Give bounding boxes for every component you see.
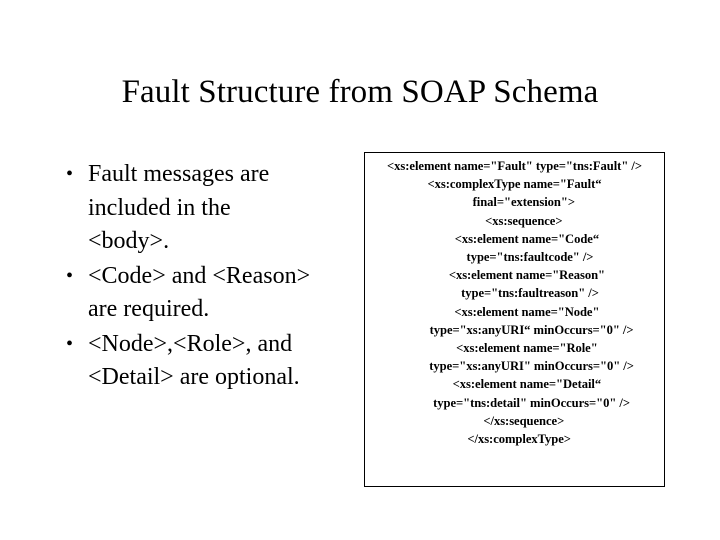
code-line: type="tns:faultreason" /> xyxy=(430,286,599,301)
code-line: type="tns:detail" minOccurs="0" /> xyxy=(399,395,630,410)
code-line: type="xs:anyURI“ minOccurs="0" /> xyxy=(395,322,634,337)
code-line: final="extension"> xyxy=(454,195,575,210)
code-line: type="tns:faultcode" /> xyxy=(435,250,594,265)
schema-code-lines: <xs:element name="Fault" type="tns:Fault… xyxy=(365,153,664,448)
bullet-line: included in the xyxy=(88,194,231,221)
code-line: <xs:sequence> xyxy=(466,213,563,228)
bullet-marker-icon: • xyxy=(66,163,74,185)
schema-code-box: <xs:element name="Fault" type="tns:Fault… xyxy=(364,152,665,487)
code-line: <xs:element name="Code“ xyxy=(429,231,600,246)
code-line: </xs:sequence> xyxy=(464,413,565,428)
bullet-list: • Fault messages are included in the <bo… xyxy=(56,158,356,396)
bullet-line: <Code> and <Reason> xyxy=(88,262,311,289)
code-line: <xs:element name="Detail“ xyxy=(427,377,602,392)
bullet-marker-icon: • xyxy=(66,264,74,287)
bullet-marker-icon: • xyxy=(66,332,74,355)
bullet-line: <body>. xyxy=(88,228,170,254)
list-item: • Fault messages are included in the <bo… xyxy=(56,158,356,259)
bullet-line: are required. xyxy=(88,296,210,322)
code-line: <xs:complexType name="Fault“ xyxy=(427,177,602,192)
code-line: <xs:element name="Node" xyxy=(429,304,600,319)
code-line: <xs:element name="Role" xyxy=(431,341,598,356)
list-item: • <Code> and <Reason> are required. xyxy=(56,260,356,327)
page-title: Fault Structure from SOAP Schema xyxy=(121,74,599,110)
code-line: <xs:element name="Reason" xyxy=(424,268,605,283)
code-line: type="xs:anyURI" minOccurs="0" /> xyxy=(395,359,634,374)
bullet-line: <Node>,<Role>, and xyxy=(88,330,293,357)
list-item: • <Node>,<Role>, and <Detail> are option… xyxy=(56,328,356,395)
bullet-line: Fault messages are xyxy=(88,161,270,187)
code-line: <xs:element name="Fault" type="tns:Fault… xyxy=(387,159,642,173)
bullet-line: <Detail> are optional. xyxy=(88,364,300,390)
code-line: </xs:complexType> xyxy=(458,432,571,447)
